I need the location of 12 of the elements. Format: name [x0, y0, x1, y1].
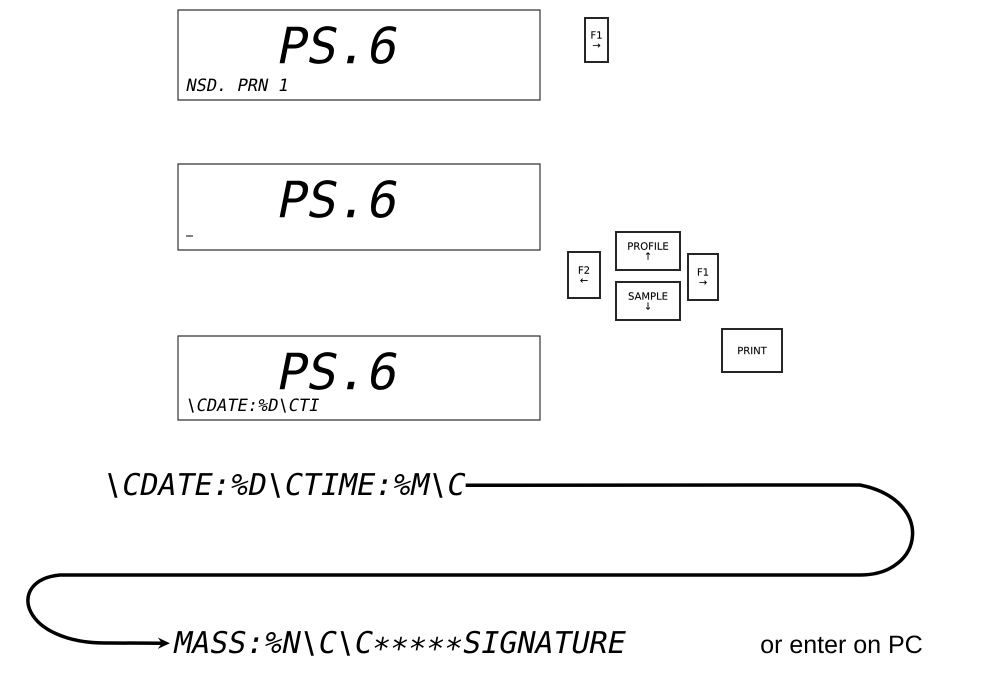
key-button: PROFILE ↑	[615, 230, 681, 271]
key-button: F1 →	[687, 252, 719, 301]
display-text-line: MASS:%N\C\C∗∗∗∗∗SIGNATURE	[173, 630, 626, 656]
key-button: F2 ←	[567, 250, 601, 299]
key-button: F1 →	[584, 17, 609, 63]
note-text: or enter on PC	[761, 636, 922, 654]
lcd-display: PS.6 NSD. PRN 1	[177, 9, 541, 101]
display-text-line: \CDATE:%D\CTIME:%M\C	[108, 472, 466, 498]
key-button: SAMPLE ↓	[615, 281, 681, 321]
lcd-display: PS.6 \CDATE:%D\CTI	[177, 335, 541, 421]
key-button: PRINT	[721, 328, 783, 373]
lcd-display: PS.6	[177, 163, 541, 251]
